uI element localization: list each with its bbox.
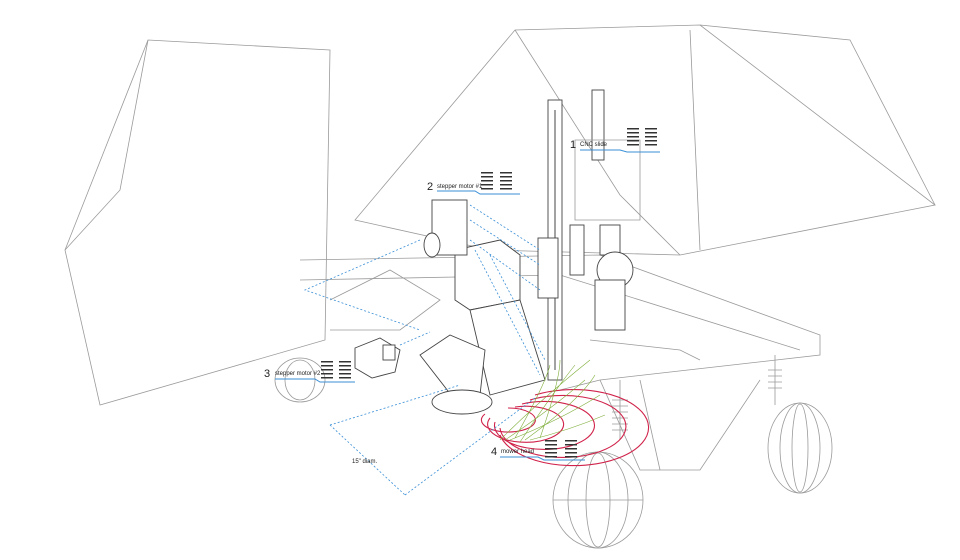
callout-label: stepper motor #2 xyxy=(275,371,321,377)
spec-table xyxy=(545,440,577,458)
callout-number: 3 xyxy=(264,368,270,380)
left-canopy-panel xyxy=(64,39,331,406)
callout-number: 2 xyxy=(427,181,433,193)
wheel-front-right xyxy=(552,451,644,549)
grass xyxy=(499,359,606,443)
motor-housing xyxy=(454,239,546,396)
diameter-dimension-label: 15" diam. xyxy=(352,459,377,465)
wheel-front-left xyxy=(274,357,326,403)
callout-stepper-motor-1: 2 stepper motor #1 xyxy=(427,172,520,195)
callout-stepper-motor-2: 3 stepper motor #2 xyxy=(264,361,355,383)
callout-label: stepper motor #1 xyxy=(437,184,483,190)
suspension-spring xyxy=(612,369,782,431)
spec-table xyxy=(627,128,657,146)
callout-label: CNC slide xyxy=(580,142,608,148)
mower-head xyxy=(419,334,493,415)
spec-table xyxy=(321,361,351,379)
wheel-rear-right xyxy=(767,402,833,494)
spec-table xyxy=(481,172,512,190)
callout-mower-head: 4 mower head xyxy=(491,440,585,461)
callout-label: mower head xyxy=(501,449,534,455)
callout-number: 4 xyxy=(491,446,497,458)
cnc-slide xyxy=(537,89,641,381)
callout-lines xyxy=(303,204,546,496)
cut-radius-arcs xyxy=(480,389,650,467)
callout-cnc-slide: 1 CNC slide xyxy=(570,128,660,153)
callout-number: 1 xyxy=(570,139,576,151)
stepper-motor-2 xyxy=(354,337,401,379)
stepper-motor-1 xyxy=(423,199,468,258)
